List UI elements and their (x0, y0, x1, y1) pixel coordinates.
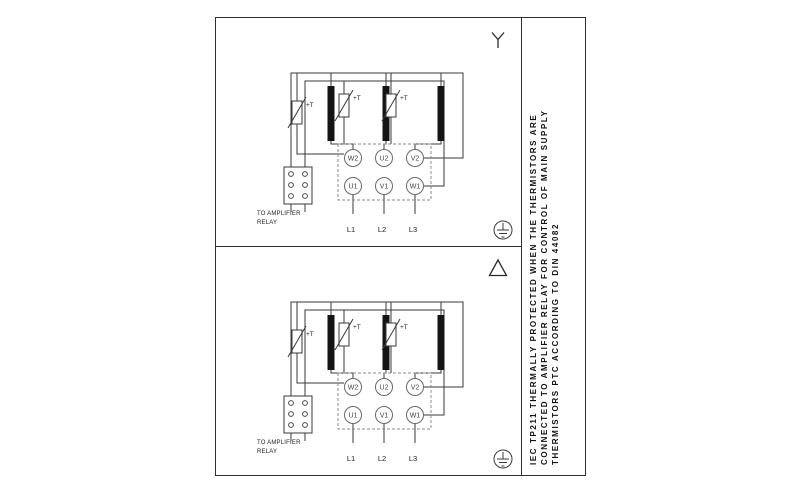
terminal-label: W2 (348, 385, 359, 392)
terminal-label: U2 (380, 156, 389, 163)
supply-label-l3: L3 (409, 225, 417, 234)
thermistor-label: +T (306, 331, 314, 338)
terminal-v2 (406, 149, 424, 167)
terminal-w2 (344, 378, 362, 396)
terminal-u1 (344, 177, 362, 195)
thermistor-label: +T (400, 324, 408, 331)
supply-label-l1: L1 (347, 225, 355, 234)
side-note-text: IEC TP211 THERMALLY PROTECTED WHEN THE T… (522, 18, 585, 475)
side-note-strip: IEC TP211 THERMALLY PROTECTED WHEN THE T… (521, 18, 585, 475)
terminal-board-outline (337, 143, 432, 201)
thermistor-icon (381, 89, 401, 122)
panel-delta-connection: +T +T +T W2 U2 V2 U1 V1 W1 L1 L2 L3 (216, 247, 521, 475)
amplifier-relay-block (283, 395, 313, 434)
terminal-label: V2 (411, 385, 420, 392)
panel-star-connection: +T +T +T W2 U2 V2 U1 V1 W1 L1 L2 (216, 18, 521, 247)
side-note-line-2: CONNECTED TO AMPLIFIER RELAY FOR CONTROL… (540, 109, 549, 465)
terminal-label: W2 (348, 156, 359, 163)
winding-bar (327, 86, 335, 141)
terminal-label: V1 (380, 413, 389, 420)
supply-label-l3: L3 (409, 454, 417, 463)
supply-label-l2: L2 (378, 225, 386, 234)
relay-label-line1: TO AMPLIFIER (257, 211, 301, 217)
thermistor-icon (381, 318, 401, 351)
thermistor-icon (334, 89, 354, 122)
wiring-diagram-delta: +T +T +T W2 U2 V2 U1 V1 W1 L1 L2 L3 (257, 258, 513, 469)
supply-label-l1: L1 (347, 454, 355, 463)
diagram-frame: +T +T +T W2 U2 V2 U1 V1 W1 L1 L2 (215, 17, 586, 476)
terminal-u1 (344, 406, 362, 424)
thermistor-icon (334, 318, 354, 351)
side-note-line-3: THERMISTORS PTC ACCORDING TO DIN 44082 (551, 222, 560, 465)
supply-label-l2: L2 (378, 454, 386, 463)
terminal-v1 (375, 406, 393, 424)
wiring-diagram-star: +T +T +T W2 U2 V2 U1 V1 W1 L1 L2 (257, 32, 513, 240)
terminal-label: W1 (410, 413, 421, 420)
thermistor-icon (287, 96, 307, 129)
thermistor-label: +T (306, 102, 314, 109)
thermistor-label: +T (353, 95, 361, 102)
terminal-board-outline (337, 372, 432, 430)
terminal-w1 (406, 177, 424, 195)
terminal-v1 (375, 177, 393, 195)
wires (290, 301, 464, 443)
terminal-label: V2 (411, 156, 420, 163)
terminal-label: U1 (349, 413, 358, 420)
terminal-label: W1 (410, 184, 421, 191)
winding-bar (327, 315, 335, 370)
side-note-line-1: IEC TP211 THERMALLY PROTECTED WHEN THE T… (529, 113, 538, 465)
terminal-w1 (406, 406, 424, 424)
diagram-area: +T +T +T W2 U2 V2 U1 V1 W1 L1 L2 (216, 18, 521, 475)
terminal-label: V1 (380, 184, 389, 191)
thermistor-label: +T (353, 324, 361, 331)
terminal-v2 (406, 378, 424, 396)
wires (290, 72, 464, 214)
winding-bar (437, 315, 445, 370)
relay-label-line1: TO AMPLIFIER (257, 440, 301, 446)
relay-label-line2: RELAY (257, 220, 277, 226)
thermistor-label: +T (400, 95, 408, 102)
terminal-label: U1 (349, 184, 358, 191)
amplifier-relay-block (283, 166, 313, 205)
winding-bar (437, 86, 445, 141)
thermistor-icon (287, 325, 307, 358)
terminal-label: U2 (380, 385, 389, 392)
terminal-w2 (344, 149, 362, 167)
earth-ground-icon (493, 449, 513, 469)
terminal-u2 (375, 149, 393, 167)
star-connection-icon (491, 32, 505, 48)
earth-ground-icon (493, 220, 513, 240)
relay-label-line2: RELAY (257, 449, 277, 455)
terminal-u2 (375, 378, 393, 396)
delta-connection-icon (488, 258, 508, 277)
